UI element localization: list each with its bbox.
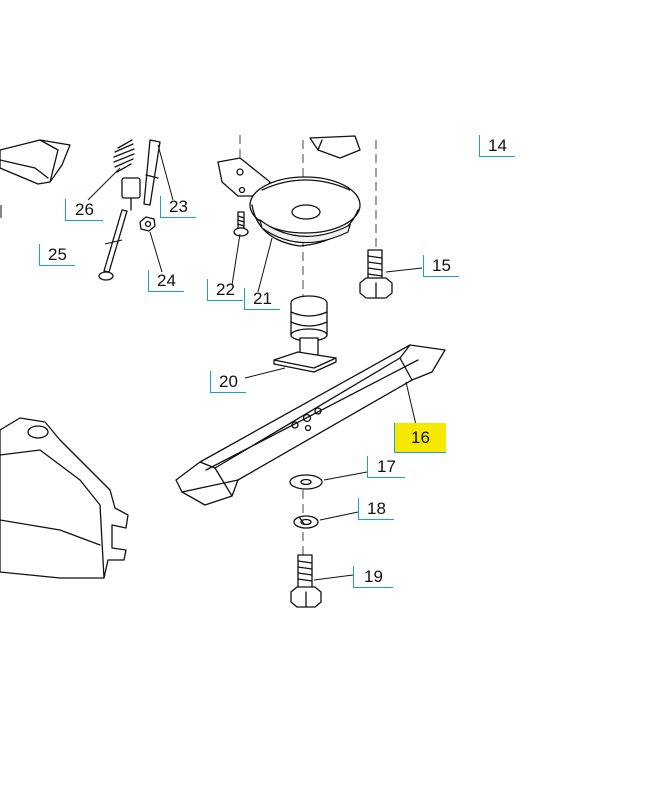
callout-label: 15 xyxy=(432,256,451,275)
callout-26[interactable]: 26 xyxy=(65,199,103,221)
callout-label: 26 xyxy=(75,200,94,219)
callout-20[interactable]: 20 xyxy=(210,371,246,393)
lock-washer-part xyxy=(293,515,319,529)
callout-label: 19 xyxy=(364,567,383,586)
callout-label: 23 xyxy=(169,197,188,216)
blade-part xyxy=(175,344,446,506)
left-deck-housing-part xyxy=(0,417,129,579)
callout-24[interactable]: 24 xyxy=(148,270,184,292)
callout-23[interactable]: 23 xyxy=(160,196,196,218)
callout-15[interactable]: 15 xyxy=(423,255,459,277)
bolt-upper-part xyxy=(359,249,393,299)
callout-14[interactable]: 14 xyxy=(479,135,515,157)
bracket-rod-part xyxy=(143,139,161,206)
callout-21[interactable]: 21 xyxy=(244,288,280,310)
callout-label: 14 xyxy=(488,136,507,155)
callout-label: 18 xyxy=(367,499,386,518)
callout-label: 16 xyxy=(411,428,430,447)
callout-label: 22 xyxy=(216,280,235,299)
spindle-part xyxy=(273,295,337,373)
callout-16[interactable]: 16 xyxy=(394,423,446,453)
spring-rod-part xyxy=(113,139,141,211)
callout-25[interactable]: 25 xyxy=(39,244,75,266)
callout-label: 21 xyxy=(253,289,272,308)
left-housing-part xyxy=(0,139,71,185)
long-pin-part xyxy=(98,209,128,281)
washer-part xyxy=(289,474,323,490)
bolt-lower-part xyxy=(290,554,322,608)
top-bracket-part xyxy=(309,135,361,159)
callout-22[interactable]: 22 xyxy=(207,279,243,301)
blade-adapter-part xyxy=(217,157,361,247)
callout-label: 17 xyxy=(377,457,396,476)
callout-label: 20 xyxy=(219,372,238,391)
callout-18[interactable]: 18 xyxy=(358,498,394,520)
callout-17[interactable]: 17 xyxy=(367,456,405,478)
callout-label: 24 xyxy=(157,271,176,290)
leader-lines xyxy=(87,144,423,581)
screw-part xyxy=(233,211,249,237)
callout-label: 25 xyxy=(48,245,67,264)
nut-part xyxy=(139,216,156,232)
callout-19[interactable]: 19 xyxy=(353,566,393,588)
